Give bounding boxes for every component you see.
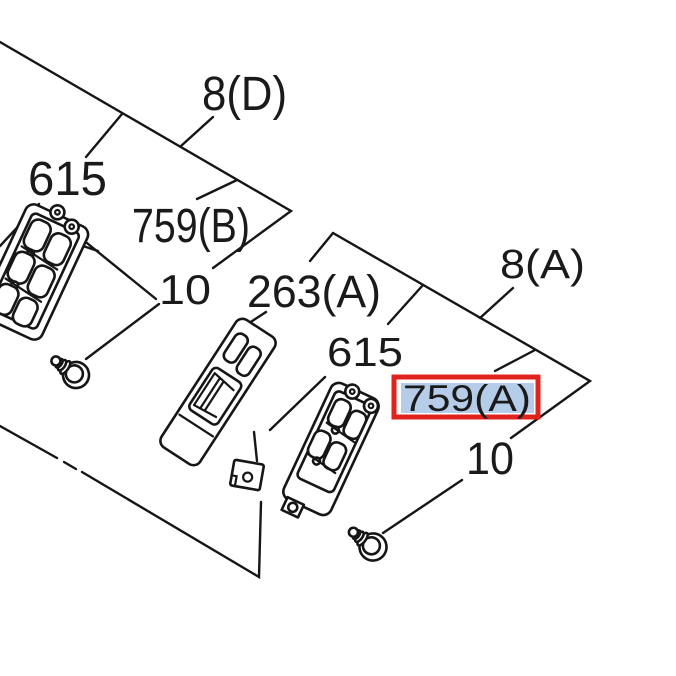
push-button (235, 345, 263, 378)
center-connector-leader (252, 430, 259, 463)
rocker-button (42, 232, 73, 267)
screw-tip (347, 526, 360, 539)
rocker-link-line (20, 245, 59, 271)
rocker-link-line (4, 277, 43, 303)
screw-tip (50, 355, 62, 367)
mounting-tab-hole (49, 204, 66, 221)
rocker-detail (192, 372, 235, 419)
right-759a-leader (493, 348, 537, 373)
left-switch-to-10-leader (80, 237, 158, 301)
part-label-615-right[interactable]: 615 (327, 329, 403, 375)
connector-hole (242, 471, 254, 483)
part-label-615-left[interactable]: 615 (28, 153, 107, 206)
part-label-759b[interactable]: 759(B) (132, 200, 250, 253)
center-window-switch (159, 317, 277, 467)
rocker-link-line (325, 421, 356, 444)
right-window-switch (280, 381, 380, 519)
mounting-tab-hole (343, 383, 361, 400)
right-8a-leader (478, 286, 515, 320)
rocker-button (0, 282, 20, 317)
center-connector (228, 458, 266, 492)
part-label-10-left[interactable]: 10 (159, 266, 211, 313)
center-diagonal-dash (62, 460, 78, 471)
right-263a-leader (308, 231, 335, 263)
left-mounting-screw (50, 355, 91, 390)
left-10-screw-leader (84, 302, 161, 361)
left-615-leader (84, 112, 124, 159)
mounting-tab-hole (362, 397, 380, 415)
part-label-263a[interactable]: 263(A) (247, 266, 381, 317)
push-button (222, 332, 250, 364)
rocker-button (11, 296, 39, 328)
part-label-8a[interactable]: 8(A) (500, 241, 585, 287)
right-615-leader (386, 283, 425, 326)
center-bracket-corner (80, 470, 263, 580)
left-759b-leader (195, 178, 239, 201)
part-label-8d[interactable]: 8(D) (202, 68, 287, 121)
left-8d-leader (179, 115, 215, 148)
part-label-10-right[interactable]: 10 (466, 433, 514, 484)
left-main-diagonal-line (0, 40, 294, 270)
bottom-tab-hole (286, 501, 299, 514)
connector-body (228, 458, 266, 492)
highlight-callout-759a[interactable]: 759(A) (391, 374, 541, 420)
mounting-tab-hole (63, 218, 80, 235)
rocker-link-line (305, 452, 337, 475)
part-label-759a[interactable]: 759(A) (403, 378, 531, 419)
mounting-tab-hole-center (348, 388, 356, 396)
right-615-part-leader (268, 375, 327, 432)
center-diagonal-segment-1 (0, 424, 59, 460)
rocker-button (26, 264, 56, 299)
mounting-tab-hole-center (367, 402, 375, 410)
highlight-fill (401, 383, 534, 413)
connector-notch (230, 474, 243, 489)
right-10-screw-leader (381, 478, 464, 535)
mounting-tab-hole-center (68, 223, 76, 231)
panel-ridge (178, 413, 215, 438)
center-harness-bracket (0, 310, 268, 580)
left-master-window-switch (0, 203, 90, 341)
right-mounting-screw (347, 526, 388, 562)
mounting-tab-hole-center (54, 208, 61, 216)
